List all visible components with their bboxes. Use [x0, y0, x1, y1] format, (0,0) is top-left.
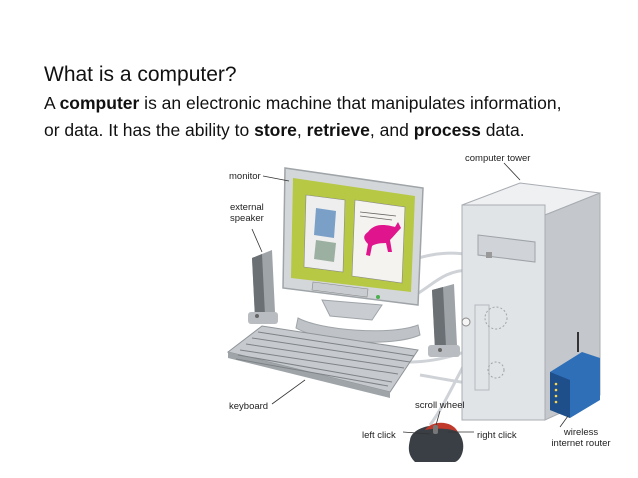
monitor	[282, 167, 424, 343]
para-sep1: ,	[296, 120, 307, 140]
mouse	[408, 422, 464, 462]
para-rest: is an electronic machine that manipulate…	[44, 93, 562, 140]
label-monitor: monitor	[229, 171, 261, 182]
term-retrieve: retrieve	[306, 120, 370, 140]
label-keyboard: keyboard	[229, 401, 269, 412]
label-external-speaker-line1: external	[230, 202, 264, 213]
keyboard	[226, 325, 419, 398]
label-left-click: left click	[362, 430, 396, 441]
label-right-click: right click	[477, 430, 517, 441]
label-scroll-wheel: scroll wheel	[415, 400, 465, 411]
term-store: store	[254, 120, 297, 140]
keyboard-keys	[235, 331, 415, 387]
right-speaker	[428, 284, 460, 357]
label-computer-tower: computer tower	[465, 153, 531, 164]
label-external-speaker-line2: speaker	[230, 213, 264, 224]
leader-lines	[251, 162, 569, 435]
para-sep2: , and	[369, 120, 414, 140]
para-intro: A	[44, 93, 60, 113]
wireless-router	[550, 332, 600, 418]
para-end: data.	[480, 120, 525, 140]
term-computer: computer	[59, 93, 140, 113]
label-wireless-line2: internet router	[551, 438, 611, 449]
left-speaker	[248, 250, 278, 324]
slide-title: What is a computer?	[44, 63, 237, 86]
label-wireless-line1: wireless	[563, 427, 599, 438]
horse-image	[364, 222, 401, 256]
term-process: process	[413, 120, 481, 140]
definition-paragraph: A computer is an electronic machine that…	[44, 90, 564, 144]
